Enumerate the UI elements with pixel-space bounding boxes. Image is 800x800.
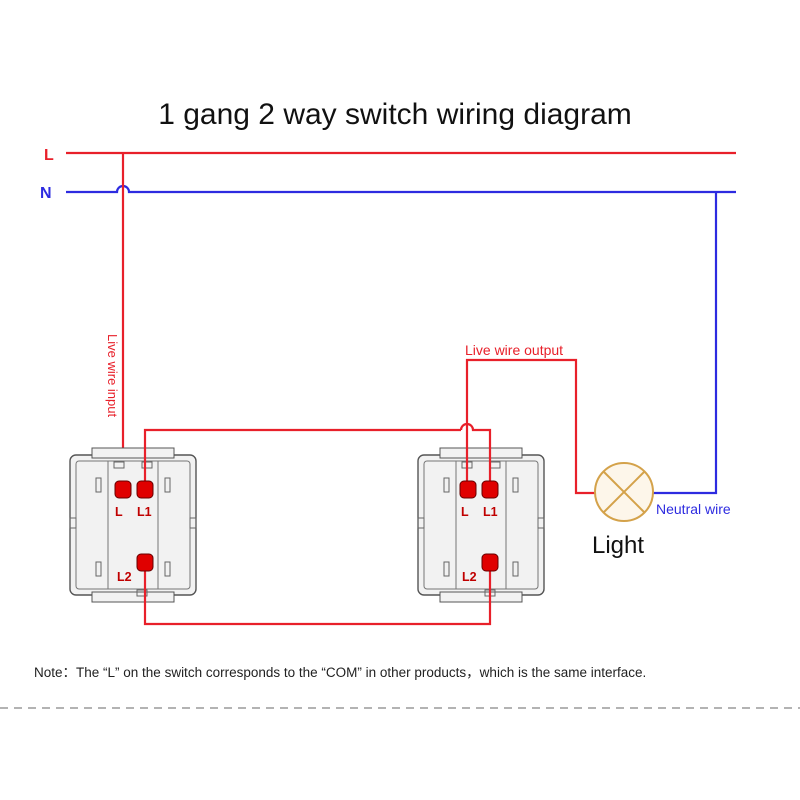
neutral-line-label: N [40,185,52,202]
neutral-line [66,184,716,194]
traveller-wire-l1-to-l1 [459,422,492,492]
left-terminal-l [114,480,132,499]
neutral-wire [652,192,718,495]
left-label-l2: L2 [117,570,132,584]
right-switch [417,447,545,603]
neutral-wire-label: Neutral wire [656,501,731,517]
live-line-label: L [44,147,54,164]
left-label-l1: L1 [137,505,152,519]
left-switch [69,447,197,603]
right-terminal-l2 [481,553,499,572]
left-label-l: L [115,505,123,519]
light-label: Light [592,532,644,559]
right-label-l: L [461,505,469,519]
traveller-wire-l1-top [143,428,461,492]
right-label-l1: L1 [483,505,498,519]
live-input-label: Live wire input [105,334,120,417]
traveller-wire-l2 [143,565,492,626]
left-terminal-l1 [136,480,154,499]
note-text: Note：The “L” on the switch corresponds t… [34,665,647,680]
right-terminal-l1 [481,480,499,499]
live-output-wire [465,358,598,495]
light-bulb-icon [594,462,654,522]
diagram-title: 1 gang 2 way switch wiring diagram [158,98,632,131]
live-output-label: Live wire output [465,342,563,358]
right-label-l2: L2 [462,570,477,584]
left-terminal-l2 [136,553,154,572]
right-terminal-l [459,480,477,499]
